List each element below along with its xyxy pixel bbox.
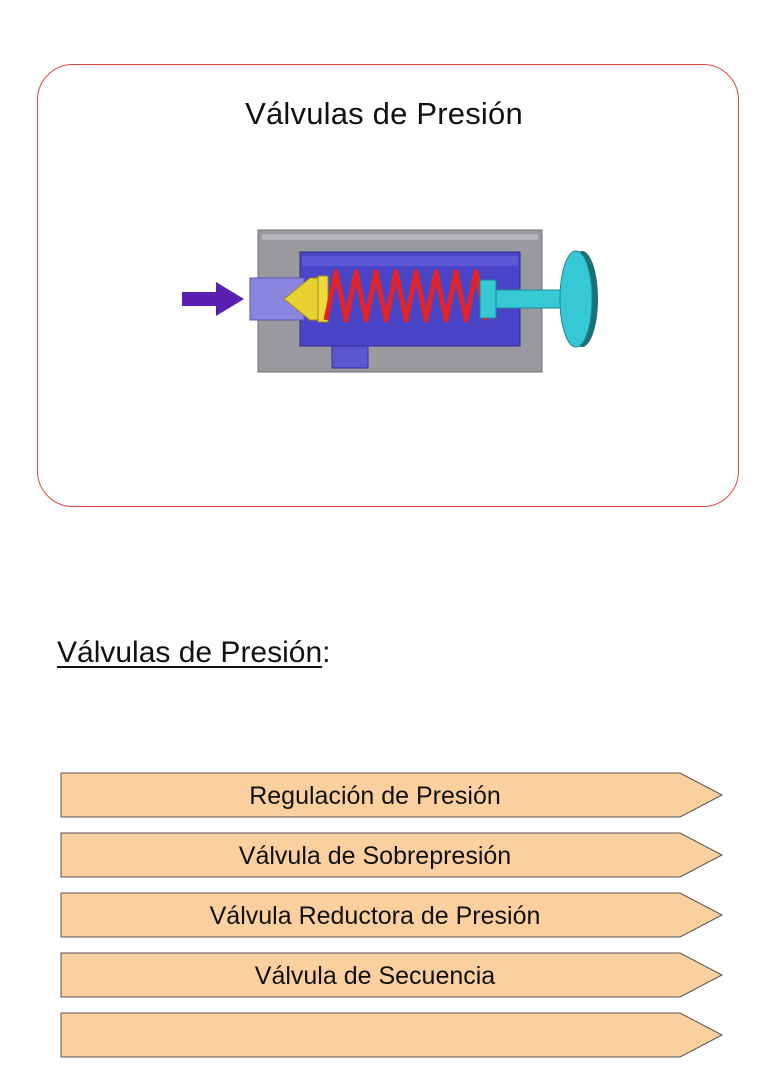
spring-icon <box>323 269 489 323</box>
adjusting-knob-icon <box>559 250 598 348</box>
list-item: Regulación de Presión <box>60 772 724 818</box>
list-item-label: Regulación de Presión <box>249 782 501 810</box>
list-item-label: Válvula de Sobrepresión <box>238 842 512 870</box>
section-heading: Válvulas de Presión: <box>57 636 331 670</box>
poppet-icon <box>283 275 329 323</box>
pressure-valve-illustration <box>182 229 598 373</box>
section-heading-text: Válvulas de Presión <box>57 636 323 669</box>
list-item-label <box>60 1012 690 1058</box>
arrow-shape <box>60 952 724 998</box>
arrow-shape <box>60 892 724 938</box>
card-title: Válvulas de Presión <box>245 96 523 131</box>
list-item-label: Válvula de Secuencia <box>254 962 496 990</box>
list-item: Válvula de Sobrepresión <box>60 832 724 878</box>
inlet-arrow-icon <box>182 282 244 316</box>
list-item-label: Válvula Reductora de Presión <box>209 902 541 930</box>
list-item: Válvula Reductora de Presión <box>60 892 724 938</box>
arrow-shape <box>60 772 724 818</box>
list-item: Válvula de Secuencia <box>60 952 724 998</box>
valve-illustration-card <box>37 64 739 507</box>
arrow-shape <box>60 832 724 878</box>
section-heading-colon: : <box>322 636 331 669</box>
outlet-port <box>331 345 369 369</box>
list-item <box>60 1012 724 1058</box>
